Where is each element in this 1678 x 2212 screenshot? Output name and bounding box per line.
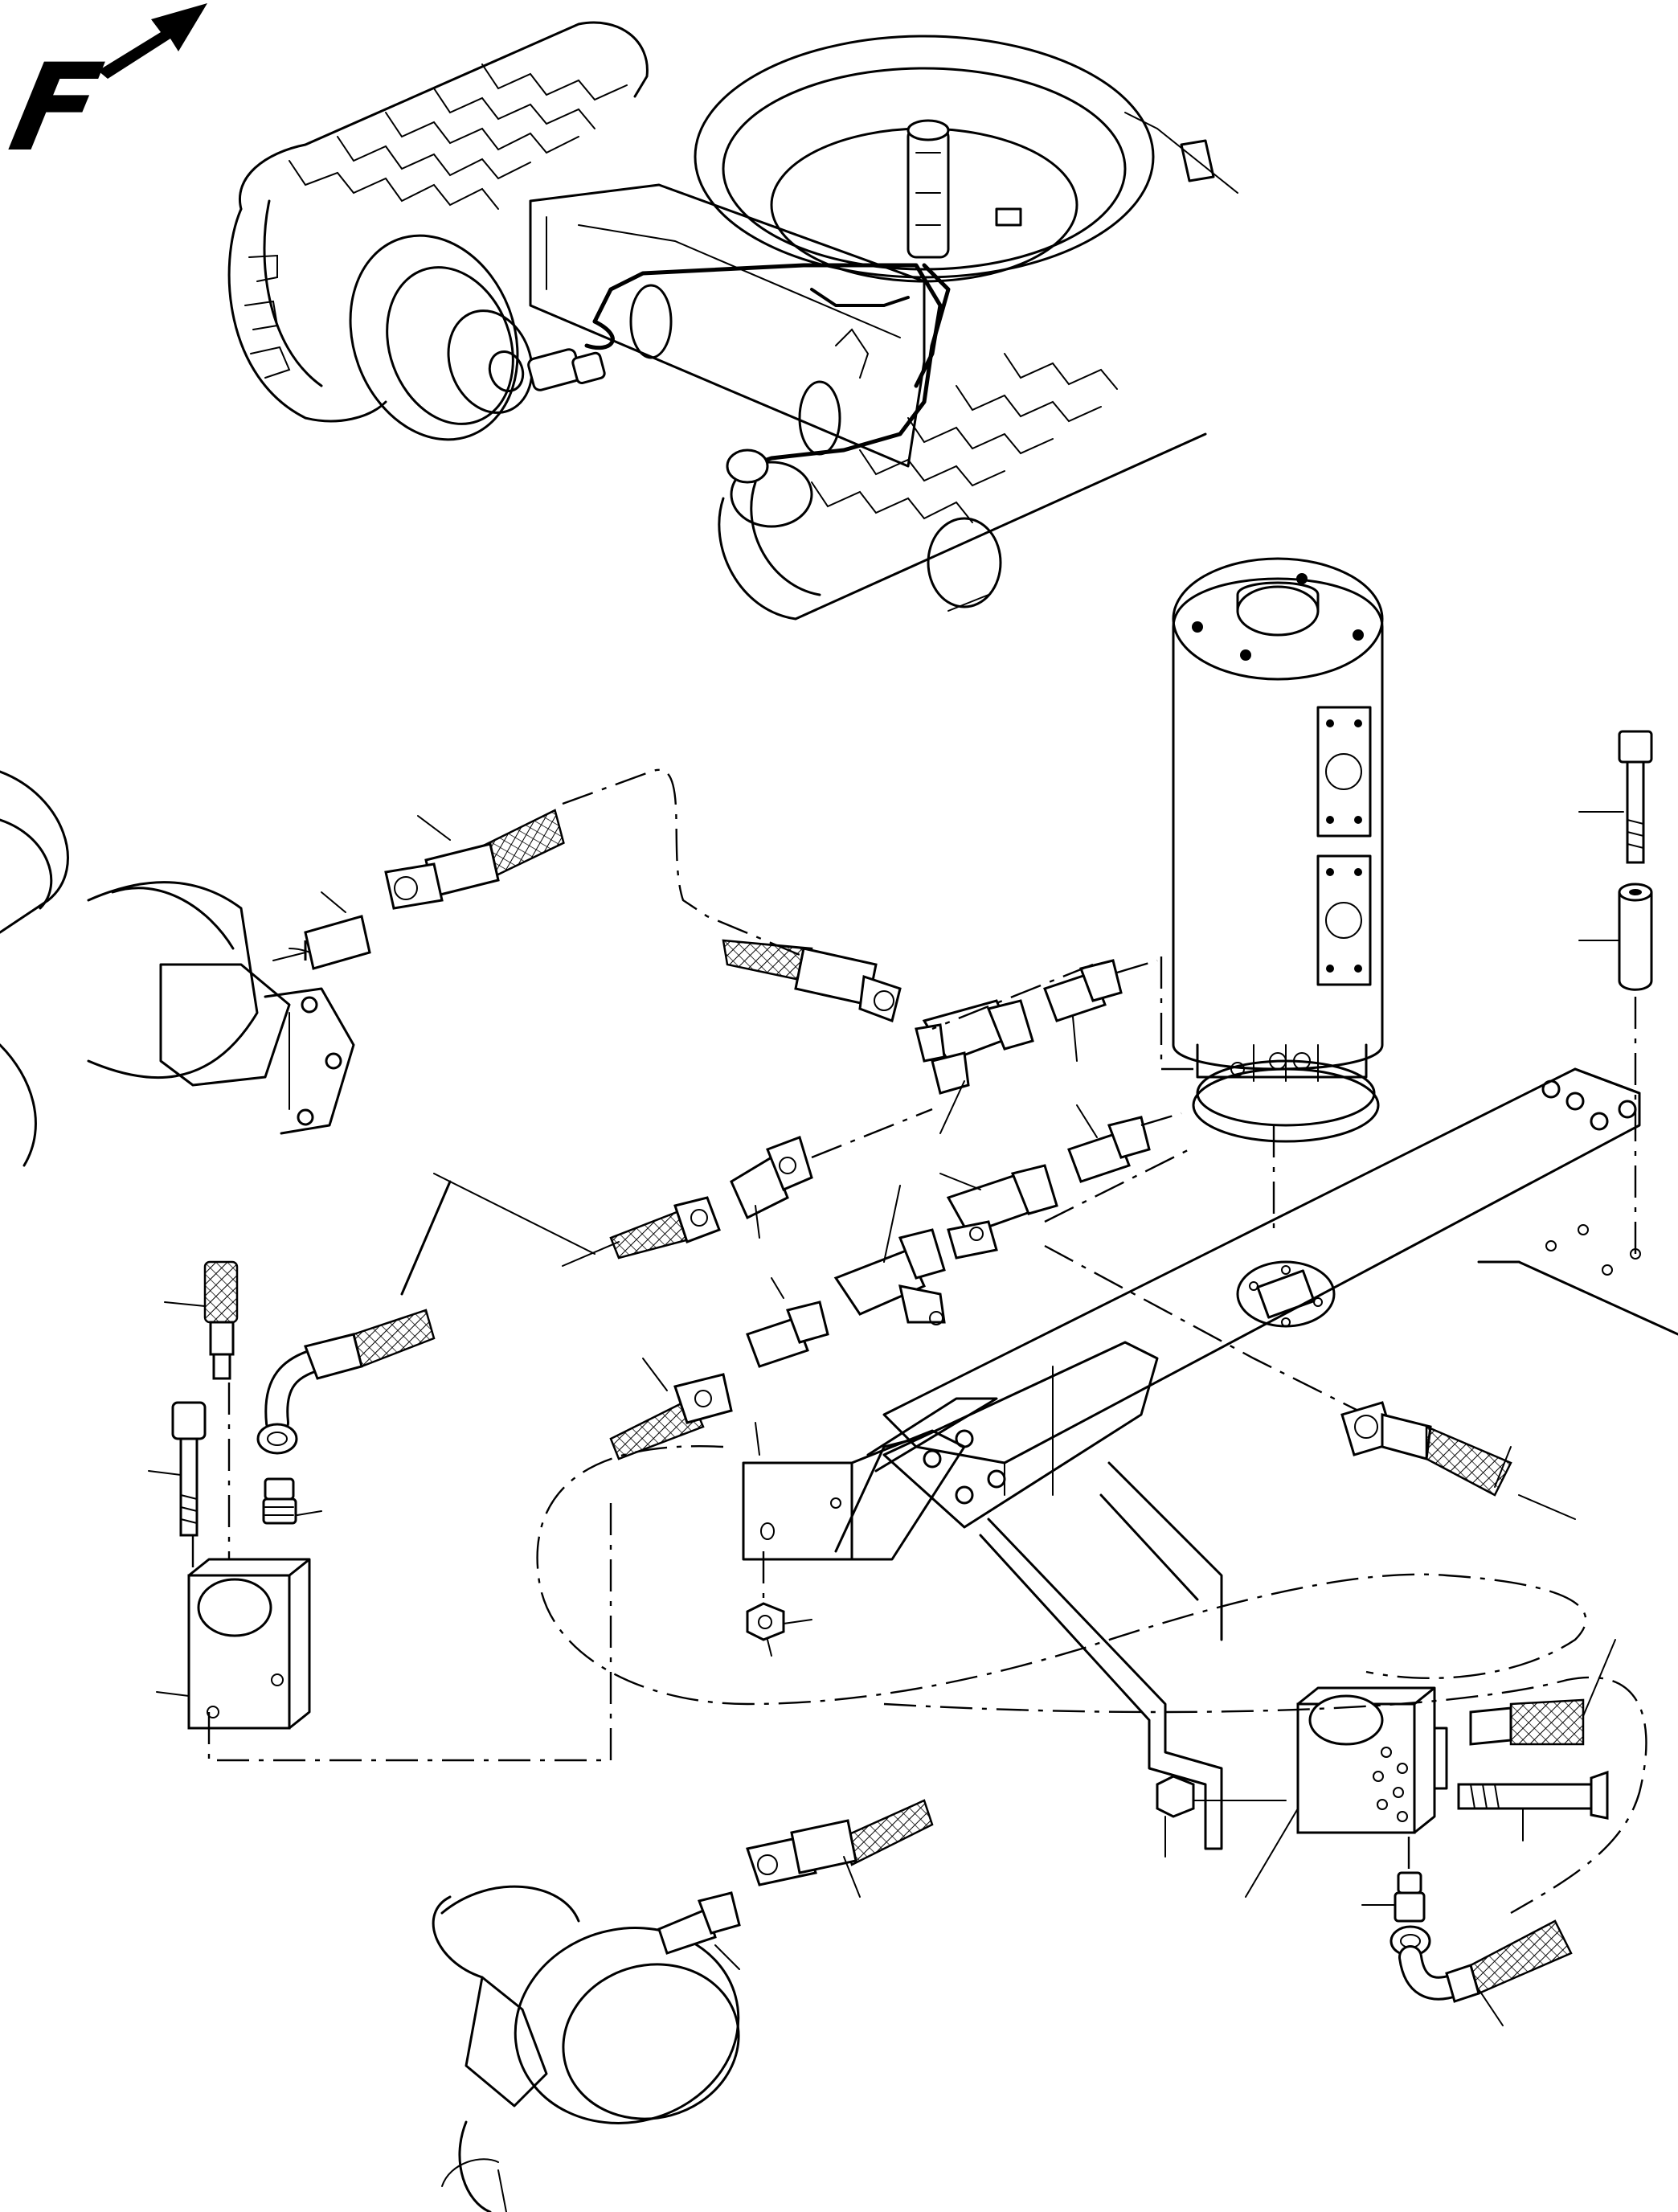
right-check-valve — [1469, 1639, 1616, 1746]
mounting-bracket — [742, 1341, 1223, 1850]
straight-adapter-lower-left — [746, 1277, 829, 1368]
routing-line-upper-left — [931, 963, 1190, 1223]
hose-assembly-left-middle — [433, 1173, 721, 1267]
right-adapter — [1361, 1837, 1426, 1923]
hose-assembly-middle — [722, 939, 902, 1022]
straight-adapter-upper — [1043, 959, 1158, 1062]
hose-assembly-lower — [657, 1799, 934, 1970]
right-bolt — [1457, 1770, 1609, 1841]
center-swivel-joint — [1160, 557, 1384, 1230]
routing-loop-line — [536, 1445, 1647, 1915]
hose-assembly-right — [1340, 1401, 1576, 1520]
left-adapter — [262, 1477, 322, 1525]
undercarriage-overview — [227, 21, 1238, 621]
straight-adapter-middle — [1067, 1104, 1182, 1183]
right-elbow-hose — [1389, 1919, 1573, 2026]
left-check-valve — [164, 1260, 239, 1559]
lock-nut-left — [746, 1602, 812, 1657]
left-elbow-hose — [256, 1180, 452, 1455]
right-travel-motor — [432, 1885, 740, 2212]
tee-fitting-lower — [939, 1164, 1367, 1416]
hose-assembly-lower-left — [609, 1358, 733, 1460]
support-plate — [882, 1067, 1678, 1496]
tee-fitting-bottom — [833, 1185, 946, 1325]
bolt-and-spacer — [1578, 730, 1653, 1254]
tee-fitting-upper — [915, 999, 1034, 1134]
hose-assembly-upper-left — [272, 768, 861, 990]
straight-adapter-left — [730, 1108, 933, 1239]
left-valve-block — [156, 1495, 612, 1762]
lock-nut-right — [1156, 1775, 1287, 1858]
right-valve-block — [1245, 1686, 1448, 1898]
arrow-up-right-icon — [98, 3, 207, 79]
left-bolt — [148, 1401, 207, 1575]
left-travel-motor — [0, 770, 355, 1167]
